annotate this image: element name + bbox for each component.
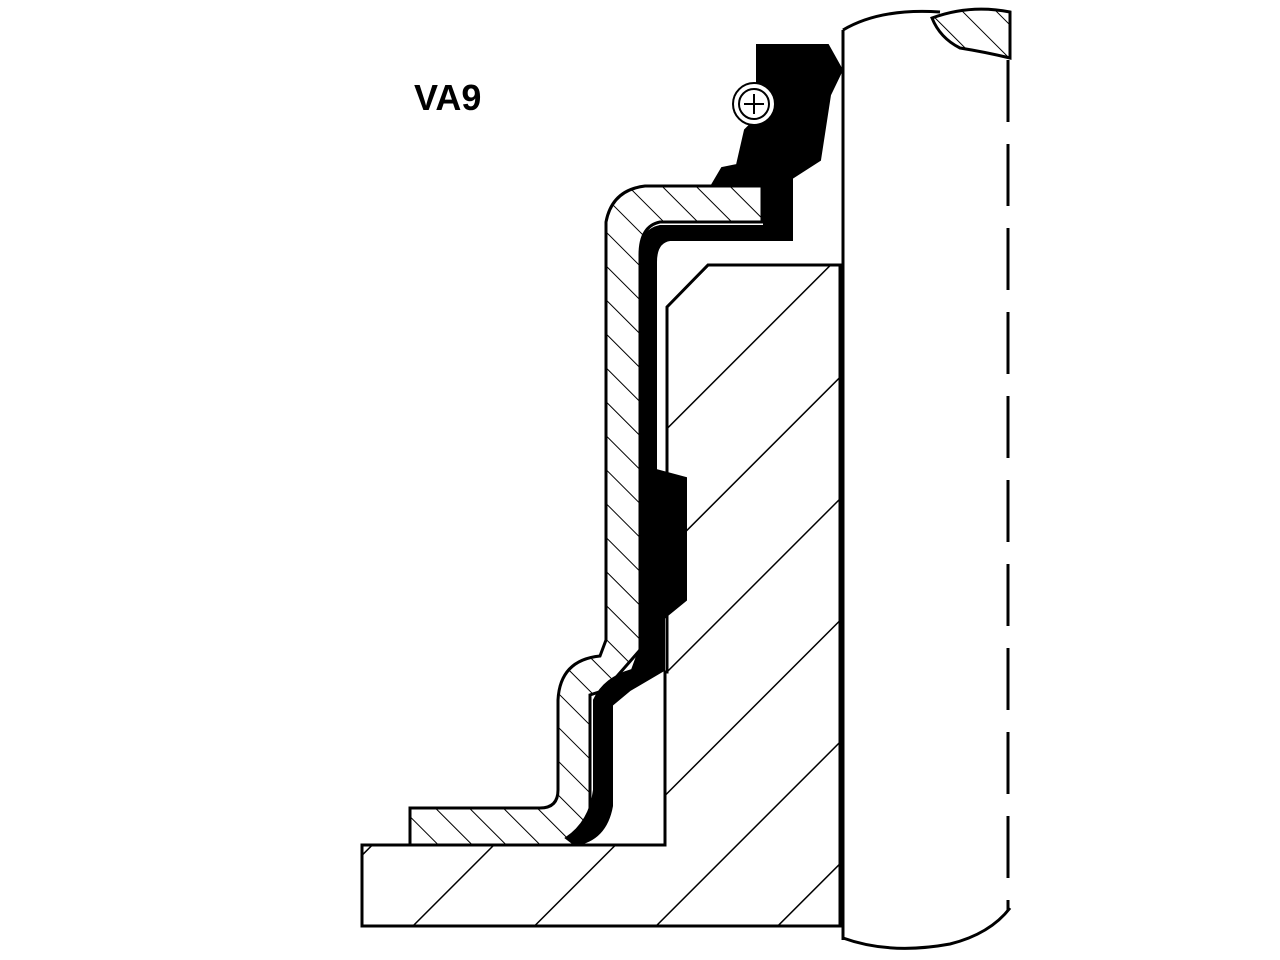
cylinder-head-section <box>360 263 842 928</box>
rubber-seal-body <box>564 44 844 847</box>
valve-stem-top-curve <box>842 9 941 32</box>
part-code-label: VA9 <box>414 77 481 118</box>
valve-stem-bottom-curve <box>842 907 1012 950</box>
valve-stem <box>843 11 1010 945</box>
stem-cut-section <box>930 7 1012 60</box>
